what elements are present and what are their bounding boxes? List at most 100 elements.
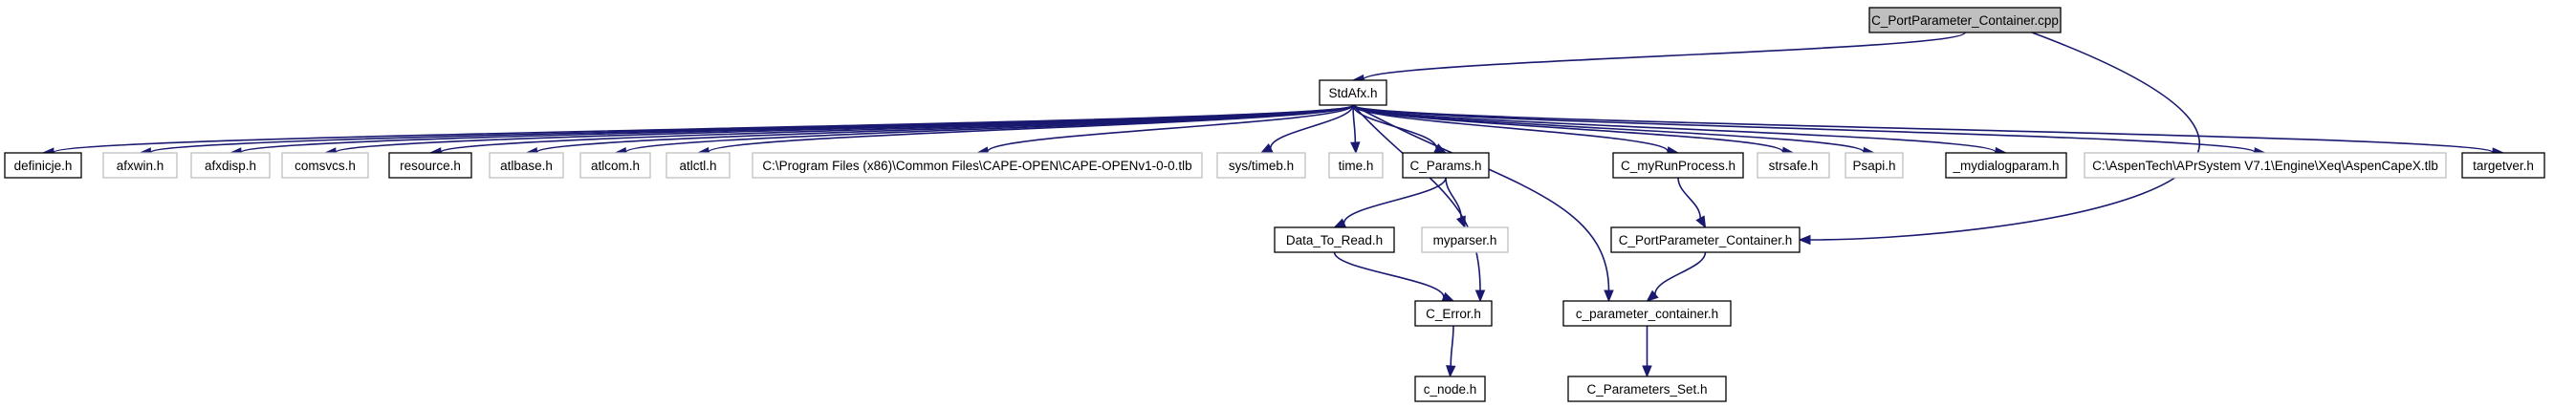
node-box-definicje <box>4 152 82 179</box>
node-label-cparamset: C_Parameters_Set.h <box>1586 382 1707 397</box>
node-afxdisp[interactable]: afxdisp.h <box>190 152 271 179</box>
node-targetver[interactable]: targetver.h <box>2461 152 2545 179</box>
node-box-datatoread <box>1274 226 1395 253</box>
node-datatoread[interactable]: Data_To_Read.h <box>1274 226 1395 253</box>
node-label-mydialog: _mydialogparam.h <box>1952 159 2059 173</box>
node-comsvcs[interactable]: comsvcs.h <box>281 152 369 179</box>
node-cparams[interactable]: C_Params.h <box>1402 152 1490 179</box>
node-label-datatoread: Data_To_Read.h <box>1286 233 1383 247</box>
node-capeopen[interactable]: C:\Program Files (x86)\Common Files\CAPE… <box>752 152 1203 179</box>
arrowhead-stdafx-to-cerror <box>1474 290 1486 303</box>
node-systimeb[interactable]: sys/timeb.h <box>1216 152 1306 179</box>
node-label-definicje: definicje.h <box>14 159 73 173</box>
edge-stdafx-to-capeopen <box>987 104 1354 153</box>
edge-cpp-to-portparamh <box>1809 32 2201 241</box>
edge-stdafx-to-aspen <box>1352 104 2256 154</box>
arrowhead-cerror-to-cnode <box>1446 365 1456 378</box>
node-label-psapi: Psapi.h <box>1852 159 1895 173</box>
edge-stdafx-to-atlctl <box>708 104 1354 153</box>
node-label-atlctl: atlctl.h <box>679 159 716 173</box>
node-label-afxdisp: afxdisp.h <box>205 159 256 173</box>
node-aspen[interactable]: C:\AspenTech\APrSystem V7.1\Engine\Xeq\A… <box>2084 152 2447 179</box>
node-cnode[interactable]: c_node.h <box>1414 376 1486 402</box>
node-box-systimeb <box>1216 152 1306 179</box>
node-label-strsafe: strsafe.h <box>1769 159 1819 173</box>
edge-cerror-to-cnode <box>1450 325 1454 367</box>
node-definicje[interactable]: definicje.h <box>4 152 82 179</box>
node-box-myrun <box>1612 152 1744 179</box>
node-label-systimeb: sys/timeb.h <box>1229 159 1294 173</box>
node-box-cnode <box>1414 376 1486 402</box>
node-label-cerror: C_Error.h <box>1426 307 1481 321</box>
node-label-afxwin: afxwin.h <box>117 159 164 173</box>
node-label-atlcom: atlcom.h <box>591 159 640 173</box>
node-box-cparams <box>1402 152 1490 179</box>
node-box-mydialog <box>1945 152 2067 179</box>
node-label-resource: resource.h <box>400 159 461 173</box>
node-atlbase[interactable]: atlbase.h <box>489 152 564 179</box>
node-cpp[interactable]: C_PortParameter_Container.cpp <box>1868 7 2062 33</box>
node-label-capeopen: C:\Program Files (x86)\Common Files\CAPE… <box>762 159 1191 173</box>
edges-layer <box>41 32 2505 378</box>
node-box-stdafx <box>1319 79 1387 106</box>
node-cparamcont[interactable]: c_parameter_container.h <box>1562 300 1732 327</box>
node-myparser[interactable]: myparser.h <box>1421 226 1509 253</box>
arrowhead-portparamh-to-cparamcont <box>1646 290 1659 302</box>
node-resource[interactable]: resource.h <box>388 152 472 179</box>
node-myrun[interactable]: C_myRunProcess.h <box>1612 152 1744 179</box>
node-cerror[interactable]: C_Error.h <box>1414 300 1493 327</box>
node-box-time <box>1328 152 1384 179</box>
node-label-aspen: C:\AspenTech\APrSystem V7.1\Engine\Xeq\A… <box>2092 159 2438 173</box>
node-box-cerror <box>1414 300 1493 327</box>
node-label-myrun: C_myRunProcess.h <box>1621 159 1736 173</box>
node-box-capeopen <box>752 152 1203 179</box>
arrowhead-cparams-to-myparser <box>1455 215 1466 229</box>
edge-cpp-to-stdafx <box>1363 32 1966 80</box>
node-time[interactable]: time.h <box>1328 152 1384 179</box>
node-strsafe[interactable]: strsafe.h <box>1757 152 1830 179</box>
node-label-cparams: C_Params.h <box>1409 159 1481 173</box>
node-box-atlctl <box>666 152 731 179</box>
node-label-stdafx: StdAfx.h <box>1328 86 1377 100</box>
node-box-cpp <box>1868 7 2062 33</box>
edge-portparamh-to-cparamcont <box>1654 251 1707 295</box>
node-box-myparser <box>1421 226 1509 253</box>
arrowhead-stdafx-to-time <box>1350 141 1361 155</box>
node-label-cpp: C_PortParameter_Container.cpp <box>1871 13 2059 28</box>
edge-cparams-to-myparser <box>1445 177 1462 218</box>
edge-stdafx-to-cparamcont <box>1352 104 1610 291</box>
edge-myrun-to-portparamh <box>1677 177 1702 219</box>
node-box-afxdisp <box>190 152 271 179</box>
edge-stdafx-to-time <box>1352 104 1357 143</box>
node-box-cparamcont <box>1562 300 1732 327</box>
node-atlctl[interactable]: atlctl.h <box>666 152 731 179</box>
arrowhead-datatoread-to-cerror <box>1441 291 1455 302</box>
edge-cparams-to-datatoread <box>1343 177 1447 224</box>
node-label-cnode: c_node.h <box>1424 382 1477 397</box>
node-stdafx[interactable]: StdAfx.h <box>1319 79 1387 106</box>
node-box-atlbase <box>489 152 564 179</box>
node-portparamh[interactable]: C_PortParameter_Container.h <box>1610 226 1801 253</box>
node-label-targetver: targetver.h <box>2473 159 2534 173</box>
node-afxwin[interactable]: afxwin.h <box>102 152 178 179</box>
edge-stdafx-to-systimeb <box>1269 104 1354 149</box>
node-atlcom[interactable]: atlcom.h <box>579 152 651 179</box>
arrowhead-cparamcont-to-cparamset <box>1642 365 1652 378</box>
arrowhead-stdafx-to-cparamcont <box>1604 290 1614 303</box>
node-box-atlcom <box>579 152 651 179</box>
node-label-atlbase: atlbase.h <box>500 159 553 173</box>
node-box-strsafe <box>1757 152 1830 179</box>
arrowhead-cpp-to-portparamh <box>1798 234 1811 246</box>
node-box-portparamh <box>1610 226 1801 253</box>
node-label-time: time.h <box>1339 159 1374 173</box>
node-box-resource <box>388 152 472 179</box>
node-label-comsvcs: comsvcs.h <box>295 159 356 173</box>
node-mydialog[interactable]: _mydialogparam.h <box>1945 152 2067 179</box>
node-psapi[interactable]: Psapi.h <box>1845 152 1904 179</box>
node-label-portparamh: C_PortParameter_Container.h <box>1619 233 1793 247</box>
node-box-cparamset <box>1567 376 1727 402</box>
node-cparamset[interactable]: C_Parameters_Set.h <box>1567 376 1727 402</box>
node-box-psapi <box>1845 152 1904 179</box>
